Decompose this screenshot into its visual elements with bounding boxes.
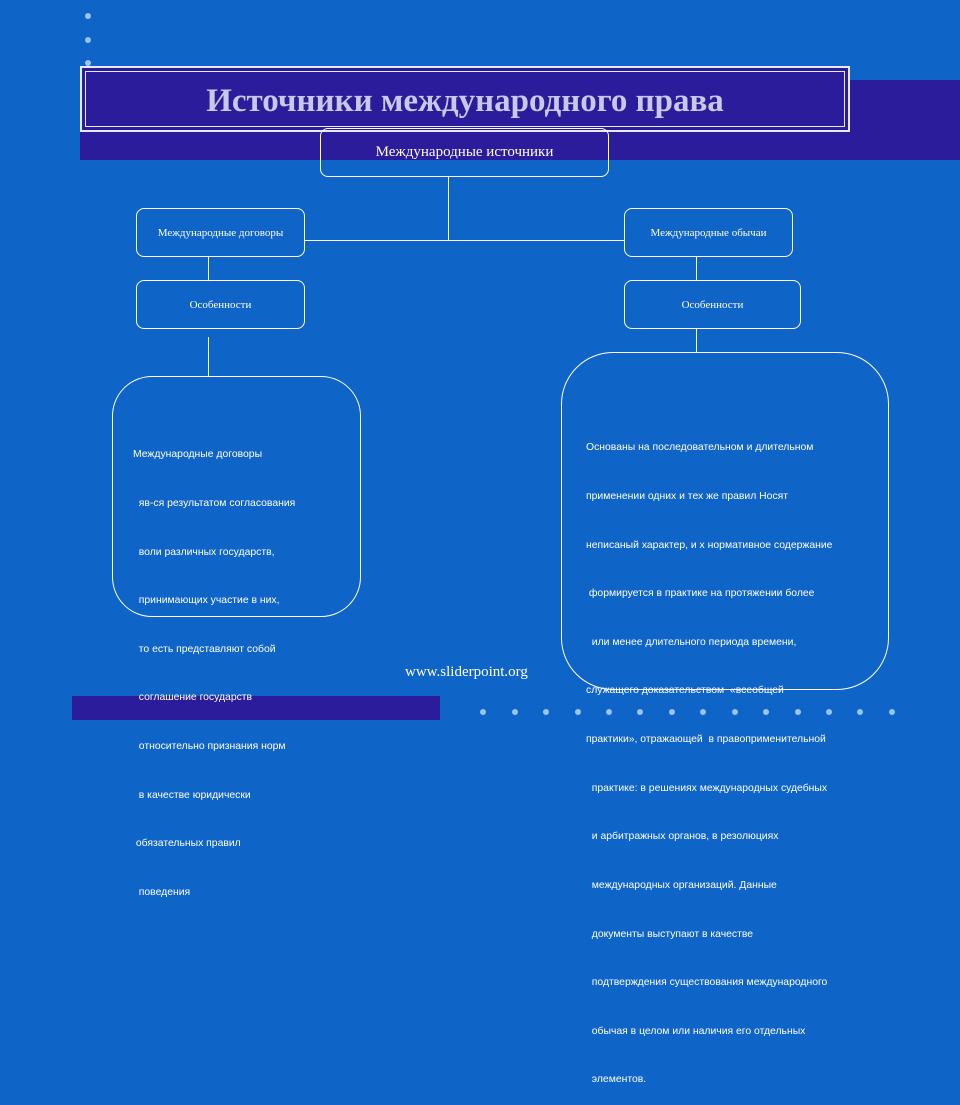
connector-horizontal xyxy=(304,240,625,241)
text-line: обязательных правил xyxy=(133,838,241,850)
text-line: формируется в практике на протяжении бол… xyxy=(586,588,815,600)
root-node-label: Международные источники xyxy=(375,144,554,160)
title-frame: Источники международного права xyxy=(80,66,850,132)
customs-features-label: Особенности xyxy=(681,298,744,311)
text-line: соглашение государств xyxy=(133,692,253,704)
decor-dot xyxy=(480,709,486,715)
treaties-features-label: Особенности xyxy=(189,298,252,311)
customs-features-node: Особенности xyxy=(624,280,801,329)
customs-description-box xyxy=(561,352,889,690)
text-line: Основаны на последовательном и длительно… xyxy=(586,442,814,454)
connector-left-down xyxy=(208,256,209,281)
connector-right-feature-down xyxy=(696,328,697,353)
customs-node: Международные обычаи xyxy=(624,208,793,257)
decor-dot xyxy=(763,709,769,715)
decor-dot xyxy=(857,709,863,715)
treaties-node-label: Международные договоры xyxy=(157,226,284,239)
text-line: и арбитражных органов, в резолюциях xyxy=(586,831,779,843)
decor-dot xyxy=(575,709,581,715)
text-line: служащего доказательством «всеобщей xyxy=(586,685,784,697)
root-node: Международные источники xyxy=(320,128,609,177)
decor-dot xyxy=(700,709,706,715)
decor-dot xyxy=(512,709,518,715)
decor-dot xyxy=(826,709,832,715)
text-line: неписаный характер, и х нормативное соде… xyxy=(586,539,833,551)
decor-dot xyxy=(85,13,91,19)
decor-dot xyxy=(732,709,738,715)
customs-node-label: Международные обычаи xyxy=(650,226,767,239)
treaties-description-box xyxy=(112,376,361,617)
text-line: применении одних и тех же правил Носят xyxy=(586,491,789,503)
text-line: воли различных государств, xyxy=(133,546,275,558)
connector-left-feature-down xyxy=(208,337,209,377)
text-line: в качестве юридически xyxy=(133,789,251,801)
text-line: подтверждения существования международно… xyxy=(586,977,828,989)
text-line: международных организаций. Данные xyxy=(586,879,777,891)
text-line: документы выступают в качестве xyxy=(586,928,754,940)
page-title: Источники международного права xyxy=(206,83,724,119)
decor-dot xyxy=(606,709,612,715)
text-line: или менее длительного периода времени, xyxy=(586,636,797,648)
decor-dot xyxy=(637,709,643,715)
text-line: яв-ся результатом согласования xyxy=(133,498,296,510)
text-line: относительно признания норм xyxy=(133,741,286,753)
treaties-description: Международные договоры яв-ся результатом… xyxy=(133,415,295,917)
treaties-features-node: Особенности xyxy=(136,280,305,329)
text-line: элементов. xyxy=(586,1074,647,1086)
text-line: то есть представляют собой xyxy=(133,643,276,655)
text-line: поведения xyxy=(133,886,191,898)
text-line: практике: в решениях международных судеб… xyxy=(586,782,828,794)
connector-root-down xyxy=(448,176,449,240)
decor-dot xyxy=(889,709,895,715)
customs-description: Основаны на последовательном и длительно… xyxy=(586,408,832,1105)
footer-band xyxy=(72,696,440,720)
decor-dot xyxy=(85,60,91,66)
treaties-node: Международные договоры xyxy=(136,208,305,257)
decor-dot xyxy=(669,709,675,715)
footer-url[interactable]: www.sliderpoint.org xyxy=(405,664,528,680)
text-line: практики», отражающей в правоприменитель… xyxy=(586,734,826,746)
decor-dot xyxy=(795,709,801,715)
decor-dot xyxy=(85,37,91,43)
text-line: Международные договоры xyxy=(133,449,263,461)
text-line: принимающих участие в них, xyxy=(133,595,280,607)
connector-right-down xyxy=(696,256,697,281)
decor-dot xyxy=(543,709,549,715)
text-line: обычая в целом или наличия его отдельных xyxy=(586,1025,806,1037)
